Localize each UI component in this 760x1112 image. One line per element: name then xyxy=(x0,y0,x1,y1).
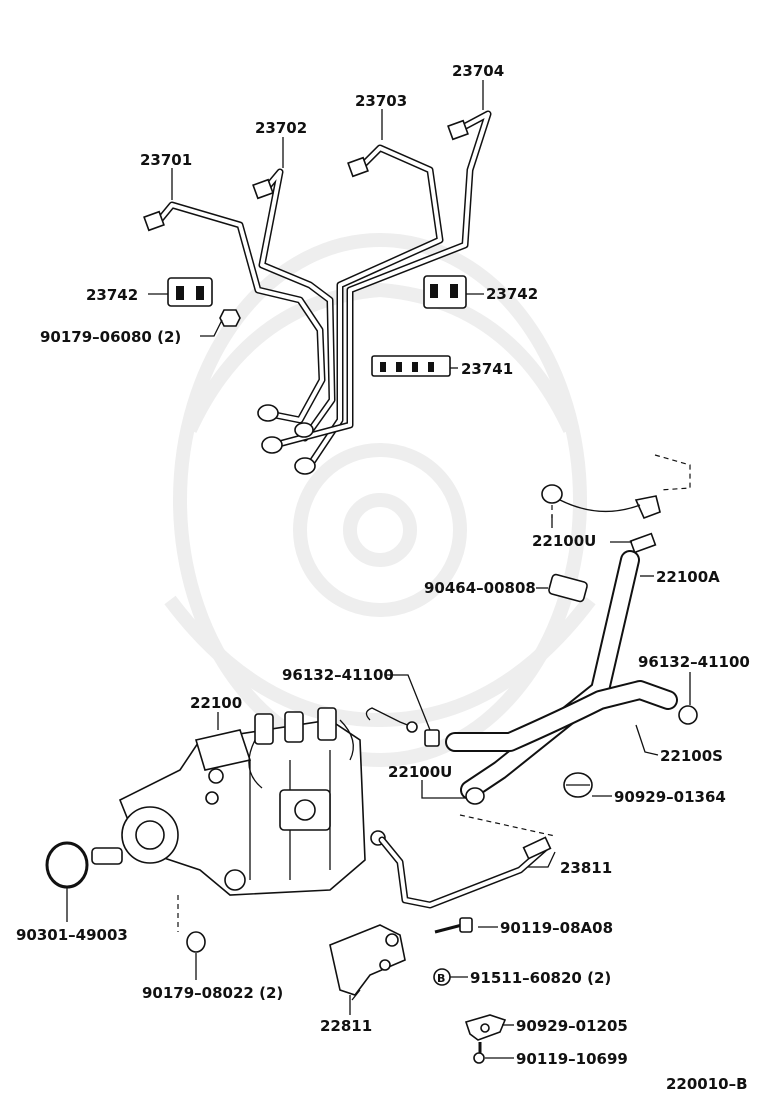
sensor-bolt xyxy=(473,1042,485,1064)
label-23702: 23702 xyxy=(255,119,307,137)
label-90929-01205: 90929–01205 xyxy=(516,1017,628,1035)
label-23703: 23703 xyxy=(355,92,407,110)
label-22100A: 22100A xyxy=(656,568,720,586)
o-ring xyxy=(45,841,89,889)
mounting-bracket xyxy=(329,924,406,1001)
label-96132-41100-right: 96132–41100 xyxy=(638,653,750,671)
pipe-clamp-left xyxy=(167,277,213,307)
label-23704: 23704 xyxy=(452,62,504,80)
bolt-symbol: B xyxy=(433,968,451,986)
label-22811: 22811 xyxy=(320,1017,372,1035)
label-23741: 23741 xyxy=(461,360,513,378)
reference-code: 220010–B xyxy=(666,1075,748,1093)
label-22100: 22100 xyxy=(190,694,242,712)
label-90119-08A08: 90119–08A08 xyxy=(500,919,613,937)
label-22100S: 22100S xyxy=(660,747,723,765)
mounting-bolt xyxy=(434,917,473,934)
label-90119-10699: 90119–10699 xyxy=(516,1050,628,1068)
injection-pump xyxy=(91,707,366,896)
label-90929-01364: 90929–01364 xyxy=(614,788,726,806)
clamp-nut xyxy=(219,309,241,327)
label-96132-41100-left: 96132–41100 xyxy=(282,666,394,684)
watermark-emblem xyxy=(164,233,596,767)
label-22100U-top: 22100U xyxy=(532,532,596,550)
label-23811: 23811 xyxy=(560,859,612,877)
label-23742-left: 23742 xyxy=(86,286,138,304)
label-91511-60820: 91511–60820 (2) xyxy=(470,969,611,987)
sensor-clamp xyxy=(464,1014,507,1041)
pipe-clamp-strip xyxy=(371,355,451,377)
pump-plug xyxy=(177,895,206,953)
bolt-symbol-letter: B xyxy=(437,972,445,985)
banjo-fitting xyxy=(365,707,440,747)
label-90179-08022: 90179–08022 (2) xyxy=(142,984,283,1002)
overflow-pipe xyxy=(370,814,556,909)
injection-pipe-assembly xyxy=(143,110,492,475)
label-90464-00808: 90464–00808 xyxy=(424,579,536,597)
label-90179-06080: 90179–06080 (2) xyxy=(40,328,181,346)
label-23701: 23701 xyxy=(140,151,192,169)
label-23742-right: 23742 xyxy=(486,285,538,303)
fuel-hose-assembly xyxy=(445,454,698,805)
label-22100U-mid: 22100U xyxy=(388,763,452,781)
pipe-clamp-right xyxy=(423,275,467,309)
leader-lines xyxy=(66,80,691,1059)
label-90301-49003: 90301–49003 xyxy=(16,926,128,944)
